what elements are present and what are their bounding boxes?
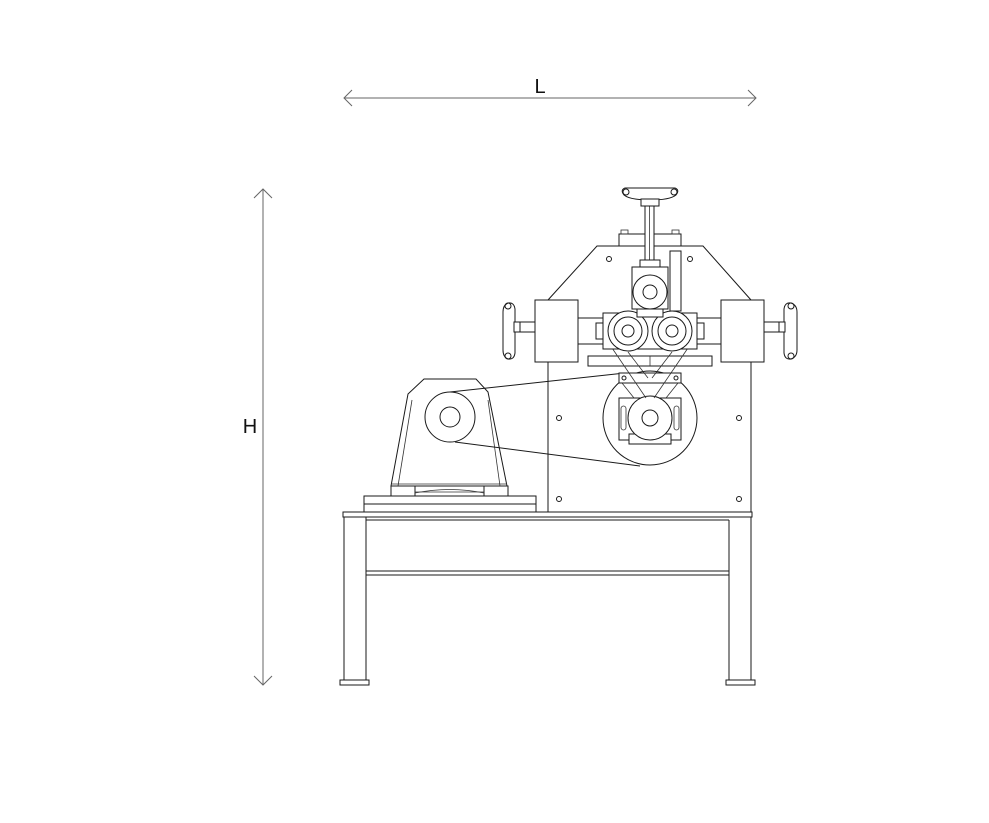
left-handwheel[interactable] [502,302,521,360]
right-handwheel[interactable] [778,302,798,360]
roll-support-bar [587,355,713,367]
left-side-block [517,299,579,363]
machine-stand [339,511,756,686]
drive-belt [449,372,641,467]
motor [363,378,537,513]
driven-pulley [602,370,698,466]
side-rolls [577,310,724,399]
height-label: H [243,416,257,438]
top-roll-assembly [618,204,682,318]
length-label: L [534,76,545,98]
length-dimension: L [343,76,757,107]
top-handwheel[interactable] [621,187,679,207]
height-dimension: H [243,188,273,686]
right-side-block [720,299,782,363]
